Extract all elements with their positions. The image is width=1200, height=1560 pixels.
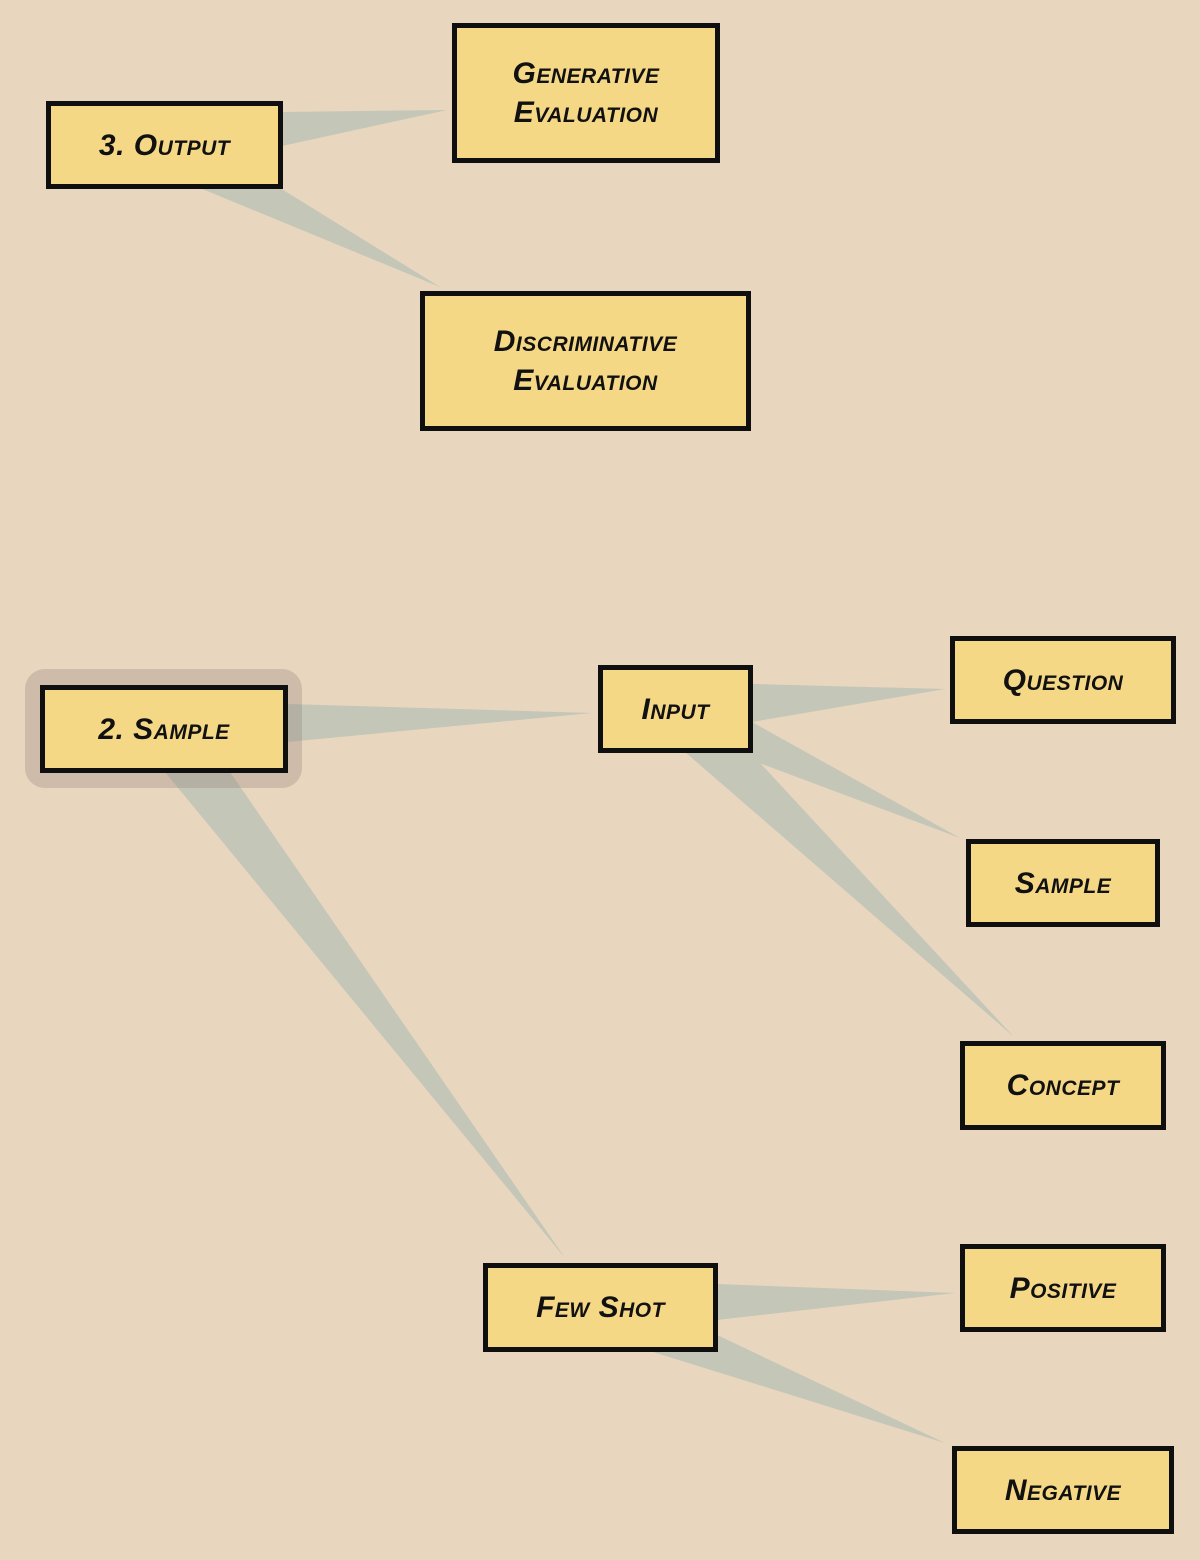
node-negative[interactable]: Negative [952,1446,1174,1534]
node-question[interactable]: Question [950,636,1176,724]
edge-sample_root-input [287,704,592,742]
edge-input-concept [685,752,1013,1036]
node-label: Generative Evaluation [512,57,660,129]
node-sample-root[interactable]: 2. Sample [40,685,288,773]
node-label: Concept [1006,1069,1120,1102]
node-input[interactable]: Input [598,665,753,753]
node-concept[interactable]: Concept [960,1041,1166,1130]
node-label: Sample [1014,866,1112,900]
node-discriminative-evaluation[interactable]: Discriminative Evaluation [420,291,751,431]
node-label: Positive [1009,1271,1117,1305]
edge-sample_root-few_shot [165,772,565,1258]
node-output[interactable]: 3. Output [46,101,283,189]
node-label: Negative [1004,1473,1122,1507]
node-positive[interactable]: Positive [960,1244,1166,1332]
node-label: Discriminative Evaluation [493,325,678,397]
edge-input-question [752,684,945,722]
node-generative-evaluation[interactable]: Generative Evaluation [452,23,720,163]
node-label: 2. Sample [98,712,230,746]
edge-few_shot-negative [650,1335,945,1443]
node-sample[interactable]: Sample [966,839,1160,927]
edge-input-sample [730,722,960,838]
node-label: Question [1002,663,1124,697]
edge-output-generative [282,110,447,146]
node-few-shot[interactable]: Few Shot [483,1263,718,1352]
node-label: Input [641,692,710,726]
node-label: 3. Output [98,128,231,162]
edge-few_shot-positive [717,1284,955,1320]
node-label: Few Shot [536,1291,665,1324]
edge-output-discriminative [200,188,440,287]
